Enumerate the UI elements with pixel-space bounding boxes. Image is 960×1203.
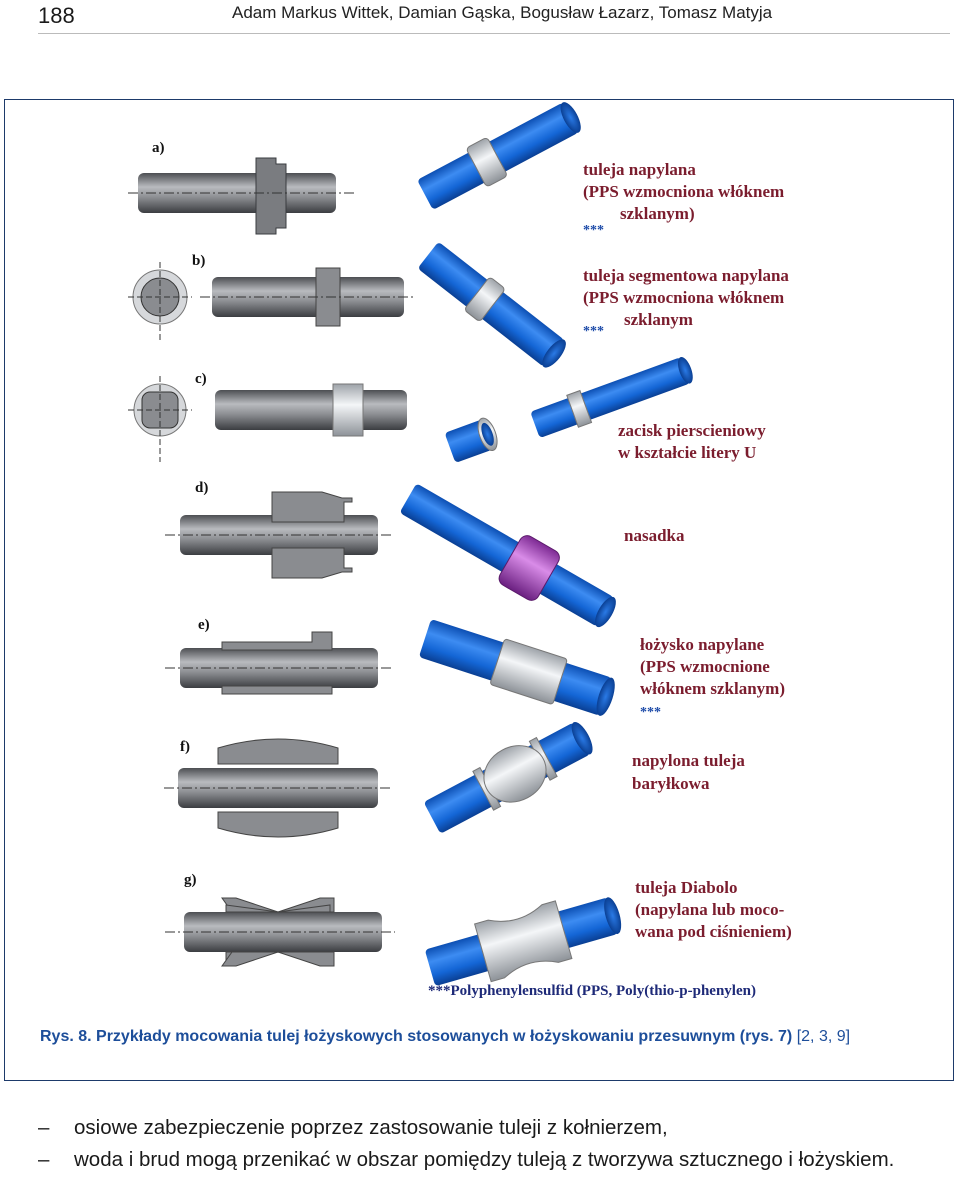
desc-e: łożysko napylane (PPS wzmocnione włóknem… (640, 635, 785, 720)
svg-text:włóknem szklanym): włóknem szklanym) (640, 679, 785, 698)
isometric-model-c-ring (445, 417, 498, 462)
svg-text:szklanym: szklanym (624, 310, 693, 329)
svg-text:szklanym): szklanym) (620, 204, 695, 223)
bullet-text: osiowe zabezpieczenie poprzez zastosowan… (74, 1116, 668, 1139)
figure-footnote: ***Polyphenylensulfid (PPS, Poly(thio-p-… (428, 983, 756, 999)
svg-text:tuleja segmentowa napylana: tuleja segmentowa napylana (583, 266, 789, 285)
part-label-g: g) (184, 872, 197, 888)
bullet-text: woda i brud mogą przenikać w obszar pomi… (74, 1148, 895, 1171)
svg-text:napylona tuleja: napylona tuleja (632, 751, 745, 770)
svg-text:***: *** (640, 705, 661, 720)
section-drawing-a (128, 157, 355, 235)
section-drawing-e (165, 631, 392, 695)
svg-text:(PPS wzmocnione: (PPS wzmocnione (640, 657, 770, 676)
isometric-model-c (531, 356, 693, 438)
figure-frame (4, 99, 954, 1081)
body-bullet-list: – osiowe zabezpieczenie poprzez zastosow… (38, 1112, 928, 1176)
isometric-model-a (418, 102, 581, 209)
bullet-dash: – (38, 1148, 50, 1171)
svg-text:(PPS wzmocniona włóknem: (PPS wzmocniona włóknem (583, 288, 784, 307)
part-label-c: c) (195, 371, 207, 387)
desc-d: nasadka (624, 526, 685, 545)
part-label-b: b) (192, 253, 205, 269)
section-drawing-d (165, 491, 392, 579)
header-divider (38, 33, 950, 34)
bullet-dash: – (38, 1116, 50, 1139)
desc-f: napylona tuleja baryłkowa (632, 751, 745, 793)
part-label-f: f) (180, 739, 190, 755)
desc-a: tuleja napylana (PPS wzmocniona włóknem … (583, 160, 784, 238)
page-number: 188 (38, 3, 75, 28)
isometric-model-d (400, 484, 616, 628)
figure-illustration: a) b) c) (128, 102, 792, 999)
desc-b: tuleja segmentowa napylana (PPS wzmocnio… (583, 266, 789, 339)
figure-caption: Rys. 8. Przykłady mocowania tulej łożysk… (40, 1028, 850, 1046)
isometric-model-g (425, 897, 622, 986)
isometric-model-e (419, 620, 615, 716)
section-drawing-b (128, 262, 415, 340)
svg-text:w kształcie litery U: w kształcie litery U (618, 443, 756, 462)
part-label-d: d) (195, 480, 208, 496)
desc-c: zacisk pierscieniowy w kształcie litery … (618, 421, 766, 462)
svg-text:(napylana lub moco-: (napylana lub moco- (635, 900, 785, 919)
bullet-item: – woda i brud mogą przenikać w obszar po… (38, 1144, 928, 1176)
isometric-model-f (424, 721, 593, 833)
section-drawing-c (128, 376, 407, 462)
svg-text:tuleja napylana: tuleja napylana (583, 160, 696, 179)
running-header-authors: Adam Markus Wittek, Damian Gąska, Bogusł… (232, 3, 773, 22)
caption-refs: [2, 3, 9] (796, 1028, 851, 1045)
svg-text:nasadka: nasadka (624, 526, 685, 545)
svg-text:wana pod ciśnieniem): wana pod ciśnieniem) (635, 922, 792, 941)
svg-text:łożysko napylane: łożysko napylane (640, 635, 765, 654)
isometric-model-b (419, 243, 566, 368)
svg-text:***: *** (583, 223, 604, 238)
bullet-item: – osiowe zabezpieczenie poprzez zastosow… (38, 1112, 928, 1144)
svg-text:(PPS wzmocniona włóknem: (PPS wzmocniona włóknem (583, 182, 784, 201)
part-label-e: e) (198, 617, 210, 633)
svg-text:baryłkowa: baryłkowa (632, 774, 710, 793)
caption-main: Rys. 8. Przykłady mocowania tulej łożysk… (40, 1028, 793, 1045)
svg-text:tuleja Diabolo: tuleja Diabolo (635, 878, 737, 897)
section-drawing-g (165, 897, 395, 967)
desc-g: tuleja Diabolo (napylana lub moco- wana … (635, 878, 792, 941)
section-drawing-f (164, 738, 392, 838)
svg-text:zacisk pierscieniowy: zacisk pierscieniowy (618, 421, 766, 440)
part-label-a: a) (152, 140, 165, 156)
svg-text:***: *** (583, 324, 604, 339)
